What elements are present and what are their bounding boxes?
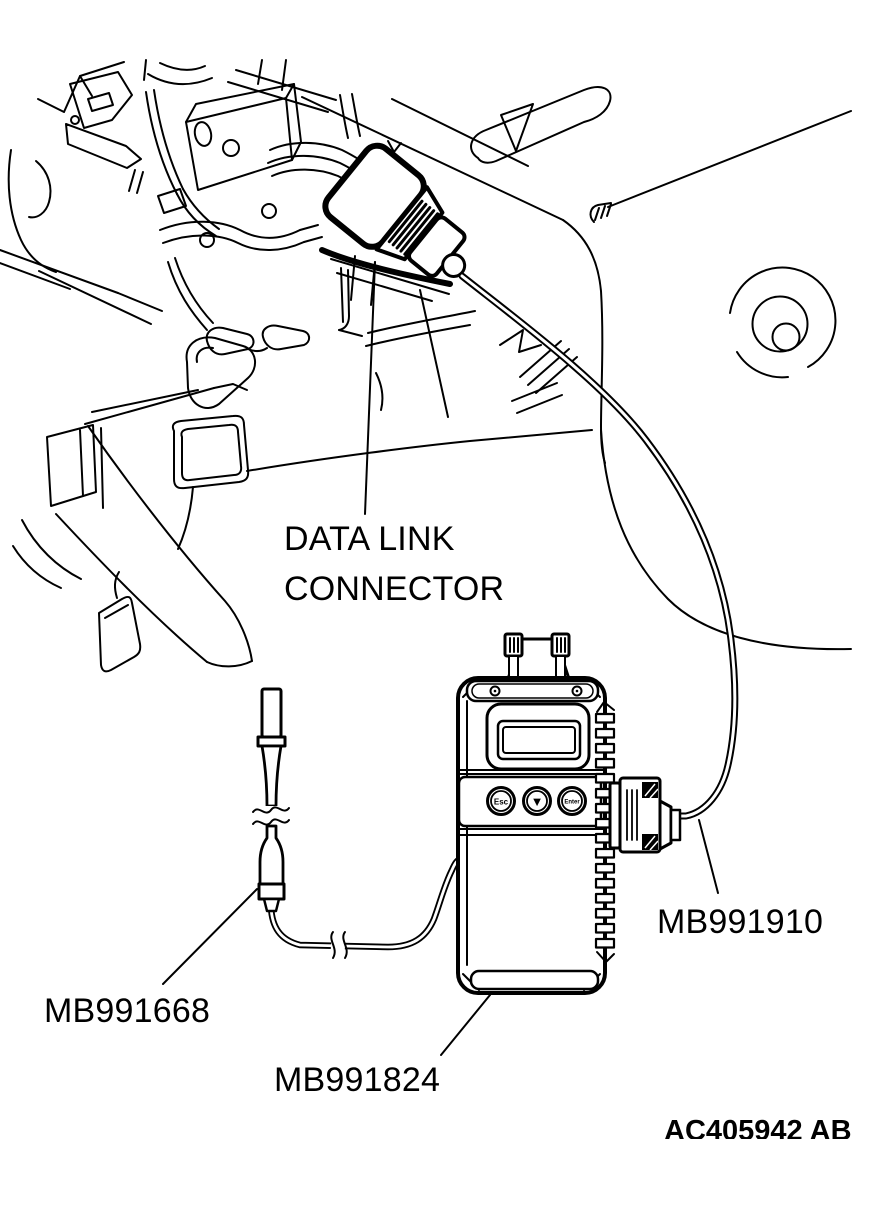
dashboard-sketch bbox=[0, 59, 852, 673]
label-data-link-connector-line2: CONNECTOR bbox=[284, 570, 505, 608]
enter-button-label: Enter bbox=[564, 800, 580, 806]
left-thumbscrew bbox=[503, 632, 524, 680]
test-probe bbox=[250, 687, 293, 913]
leader-data-link-connector bbox=[364, 261, 376, 515]
lcd-screen bbox=[485, 702, 591, 771]
leader-mb991824 bbox=[440, 994, 491, 1056]
dlc-to-tester-cable bbox=[458, 272, 739, 820]
label-data-link-connector-line1: DATA LINK bbox=[284, 520, 455, 558]
label-data-link-connector: DATA LINK CONNECTOR bbox=[284, 514, 504, 614]
leader-lines bbox=[162, 261, 719, 1056]
panel-screw-left bbox=[489, 685, 501, 697]
leader-mb991910 bbox=[698, 819, 719, 894]
ignition-key-cylinder bbox=[729, 266, 837, 379]
label-mb991824: MB991824 bbox=[274, 1061, 441, 1099]
side-rib-strip bbox=[594, 701, 616, 963]
down-arrow-icon: ▼ bbox=[531, 794, 544, 809]
esc-button-label: Esc bbox=[494, 798, 509, 807]
figure-code: AC405942 AB bbox=[664, 1119, 852, 1139]
label-mb991668: MB991668 bbox=[44, 992, 211, 1030]
label-mb991910: MB991910 bbox=[657, 903, 824, 941]
adapter-connector bbox=[608, 776, 682, 854]
scan-tool-device: Esc ▼ Enter bbox=[456, 632, 616, 995]
probe-to-tester-cable bbox=[267, 854, 466, 960]
data-link-connector-plug bbox=[319, 142, 467, 287]
panel-screw-right bbox=[571, 685, 583, 697]
esc-button: Esc bbox=[486, 786, 516, 816]
enter-button: Enter bbox=[557, 786, 587, 816]
down-button: ▼ bbox=[522, 786, 552, 816]
leader-mb991668 bbox=[162, 888, 258, 985]
